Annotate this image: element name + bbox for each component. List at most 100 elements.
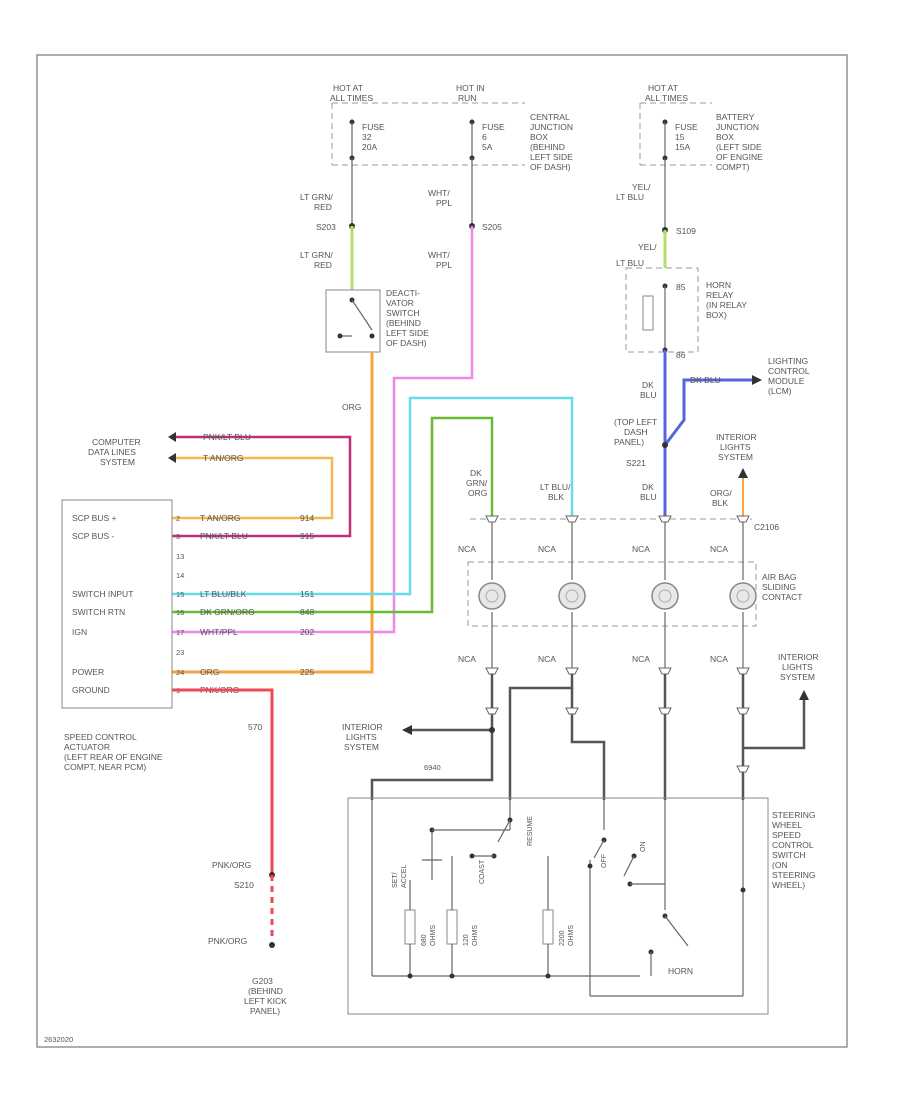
wire-gray-mid [570, 688, 606, 800]
horn-relay-coil [642, 295, 654, 331]
wire-ltgrn-red-label-2: LT GRN/RED [300, 250, 333, 270]
sca-pin-circuit: 202 [300, 627, 314, 637]
sca-pin-wire-label: LT BLU/BLK [200, 589, 247, 599]
lower-connectors-2 [485, 707, 750, 773]
sca-pin-label: SCP BUS - [72, 531, 115, 541]
wire-pnk-org-label-1: PNK/ORG [212, 860, 251, 870]
nca-label-5: NCA [458, 654, 476, 664]
nca-label-3: NCA [632, 544, 650, 554]
diagram-frame [36, 54, 848, 1048]
dk-blu-lcm-label: DK BLU [690, 375, 721, 385]
sca-pin-label: SWITCH INPUT [72, 589, 133, 599]
deact-blade [351, 299, 373, 331]
nca-label-7: NCA [632, 654, 650, 664]
wire-wht-ppl-label-2: WHT/PPL [428, 250, 452, 270]
wire-pnk-org-label-2: PNK/ORG [208, 936, 247, 946]
sca-pin-circuit: 225 [300, 667, 314, 677]
splice-int-lights [489, 727, 495, 733]
wire-org [172, 352, 374, 674]
footer-code: 2632020 [44, 1035, 73, 1044]
upper-connectors [485, 515, 750, 523]
s221-label: S221 [626, 458, 646, 468]
sca-pin-number: 3 [176, 532, 180, 541]
wire-yel-label-2: YEL/ [638, 242, 657, 252]
nca-label-8: NCA [710, 654, 728, 664]
sca-pin-number: 24 [176, 668, 184, 677]
wire-ltgrn-red-label-1: LT GRN/RED [300, 192, 333, 212]
sca-pin-wire-label: T AN/ORG [200, 513, 240, 523]
horn-relay-pin-86: 86 [676, 350, 686, 360]
nca-label-2: NCA [538, 544, 556, 554]
switch-internal-wiring [371, 800, 744, 997]
wire-pnk-org [172, 688, 274, 875]
wire-pnk-ltblu [172, 435, 352, 538]
s205-label: S205 [482, 222, 502, 232]
set-accel-label: SET/ACCEL [392, 865, 408, 888]
sca-pin-number: 13 [176, 552, 184, 561]
wire-tan-org [172, 456, 334, 520]
interior-lights-arrow-1 [738, 468, 748, 478]
wire-wht-ppl [172, 226, 474, 634]
horn-relay-box [625, 267, 699, 353]
wire-gray-left [370, 674, 494, 800]
sca-pin-number: 16 [176, 608, 184, 617]
interior-lights-arrow-2 [402, 725, 412, 735]
column-wires [491, 522, 744, 668]
ground-g203-node [269, 942, 275, 948]
coast-label: COAST [479, 859, 486, 884]
resume-switch [587, 837, 607, 869]
clockspring-contacts [478, 582, 757, 610]
sca-pin-wire-label: WHT/PPL [200, 627, 238, 637]
switch-node-right [740, 887, 746, 893]
sca-pin-wire-label: PNK/LT BLU [200, 531, 248, 541]
interior-lights-arrow-3 [799, 690, 809, 700]
wire-org-label: ORG [342, 402, 361, 412]
resistor-120 [446, 856, 458, 979]
off-label: OFF [601, 854, 608, 868]
cjb-boundary [331, 102, 525, 166]
sca-pin-label: SWITCH RTN [72, 607, 125, 617]
wire-dk-blu-to-lcm [663, 378, 752, 446]
lower-connectors-1 [485, 667, 750, 675]
sca-pin-number: 23 [176, 648, 184, 657]
c2106-label: C2106 [754, 522, 779, 532]
bjb-boundary [639, 102, 712, 166]
sca-pin-number: 2 [176, 514, 180, 523]
nca-label-4: NCA [710, 544, 728, 554]
wire-ltblu-blk-label: LT BLU/BLK [540, 482, 571, 502]
nca-label-6: NCA [538, 654, 556, 664]
sca-pin-circuit: 915 [300, 531, 314, 541]
sca-pin-circuit: 151 [300, 589, 314, 599]
cdls-arrow-2 [168, 453, 176, 463]
deactivator-switch-box [325, 289, 381, 353]
lcm-arrow [752, 375, 762, 385]
horn-switch [648, 913, 689, 976]
tan-org-top-label: T AN/ORG [203, 453, 243, 463]
deact-node-right [369, 333, 375, 339]
horn-label: HORN [668, 966, 693, 976]
resistor-680 [404, 880, 416, 979]
speed-control-actuator-box [61, 499, 173, 709]
sca-pin-number: 17 [176, 628, 184, 637]
